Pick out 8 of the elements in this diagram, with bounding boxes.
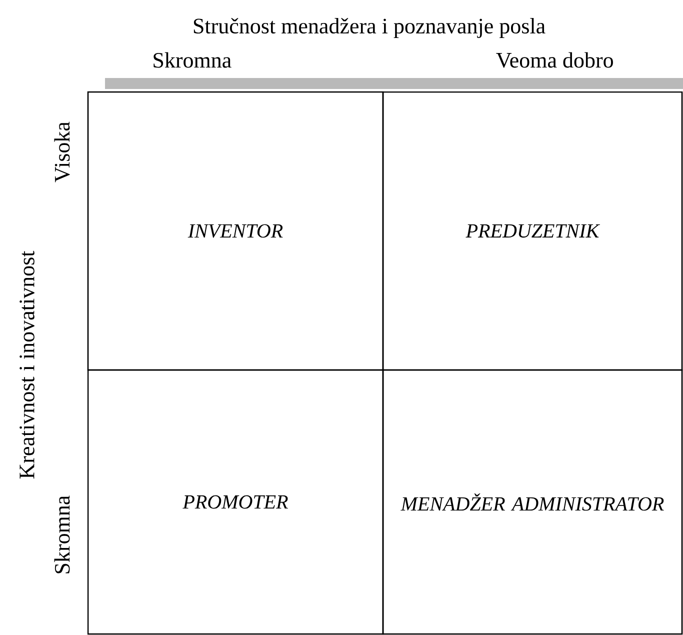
matrix-cell: PREDUZETNIK xyxy=(382,91,683,371)
matrix-cell: MENADŽER ADMINISTRATOR xyxy=(382,369,683,635)
axis-title: Stručnost menadžera i poznavanje posla xyxy=(194,18,546,38)
matrix-cell: PROMOTER xyxy=(87,369,384,635)
matrix-cell: INVENTOR xyxy=(87,91,384,371)
axis-label: Veoma dobro xyxy=(496,52,613,68)
axis-label: Skromna xyxy=(154,52,232,68)
axis-title: Kreativnost i inovativnost xyxy=(20,250,34,479)
